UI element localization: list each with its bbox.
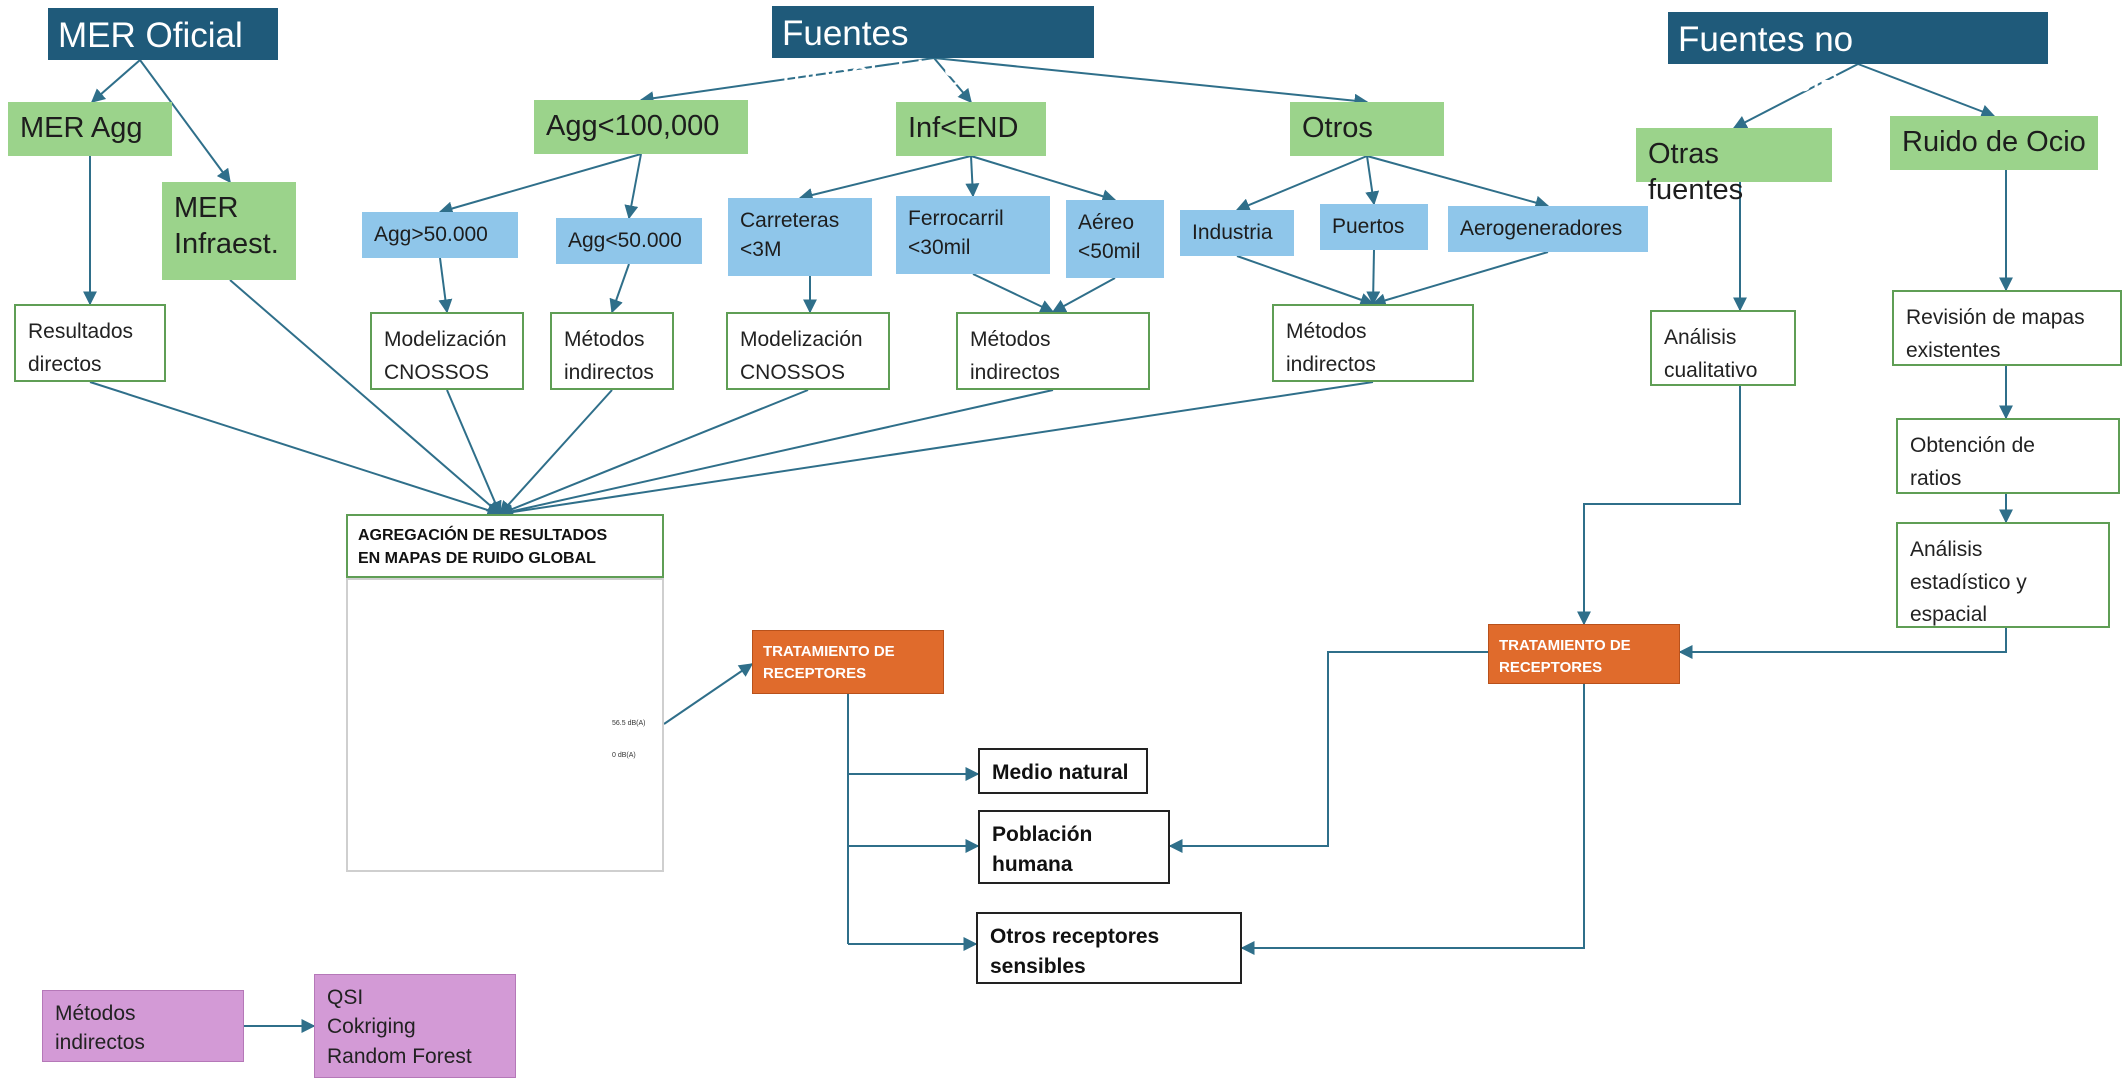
node-medio-natural: Medio natural <box>978 748 1148 794</box>
legend-techniques: QSI Cokriging Random Forest <box>314 974 516 1078</box>
node-inf-end: Inf<END <box>896 102 1046 156</box>
node-poblacion-humana: Población humana <box>978 810 1170 884</box>
connector-arrow <box>1051 277 1116 313</box>
connector-arrow <box>933 57 972 104</box>
node-aereo: Aéreo <50mil <box>1066 200 1164 278</box>
node-puertos: Puertos <box>1320 204 1428 250</box>
connector-arrow <box>609 263 630 314</box>
connector-arrow <box>1857 63 1996 119</box>
map-legend-low: 0 dB(A) <box>612 752 636 759</box>
connector-arrow <box>972 273 1055 313</box>
connector-arrow <box>89 381 502 517</box>
connector-arrow <box>499 389 613 516</box>
node-metodos-indirectos-2: Métodos indirectos <box>956 312 1150 390</box>
node-revision-mapas: Revisión de mapas existentes <box>1892 290 2122 366</box>
header-mer-oficial: MER Oficial <box>48 8 278 60</box>
node-analisis-estadistico: Análisis estadístico y espacial <box>1896 522 2110 628</box>
connector-arrow <box>1235 155 1368 212</box>
connector-arrow <box>498 389 1054 519</box>
node-otras-fuentes: Otras fuentes <box>1636 128 1832 206</box>
connector-arrow <box>498 389 809 516</box>
node-modelizacion-cnossos-2: Modelización CNOSSOS <box>726 312 890 390</box>
connector-arrow <box>1236 255 1375 307</box>
connector-arrow <box>1366 249 1381 306</box>
node-mer-agg: MER Agg <box>8 102 172 156</box>
node-agg-lt-50000: Agg<50.000 <box>556 218 702 264</box>
connector-arrow <box>1577 386 1741 626</box>
legend-metodos-indirectos: Métodos indirectos <box>42 990 244 1062</box>
node-agg-100000: Agg<100,000 <box>534 100 748 154</box>
connector-arrow <box>90 59 141 103</box>
node-tratamiento-receptores-left: TRATAMIENTO DE RECEPTORES <box>752 630 944 694</box>
node-obtencion-ratios: Obtención de ratios <box>1896 418 2120 494</box>
node-agg-gt-50000: Agg>50.000 <box>362 212 518 258</box>
node-analisis-cualitativo: Análisis cualitativo <box>1650 310 1796 386</box>
connector-arrow <box>1365 155 1380 206</box>
connector-arrow <box>438 153 642 216</box>
connector-arrow <box>965 155 980 198</box>
node-metodos-indirectos-3: Métodos indirectos <box>1272 304 1474 382</box>
node-mer-infraest: MER Infraest. <box>162 182 296 280</box>
header-fuentes-no-modelables: Fuentes no modelables <box>1668 12 2048 99</box>
node-agregacion: AGREGACIÓN DE RESULTADOS EN MAPAS DE RUI… <box>346 514 664 578</box>
connector-arrow <box>1240 684 1585 955</box>
node-ruido-ocio: Ruido de Ocio <box>1890 116 2098 170</box>
connector-arrow <box>498 381 1374 520</box>
node-modelizacion-cnossos-1: Modelización CNOSSOS <box>370 312 524 390</box>
connector-arrow <box>229 279 502 515</box>
connector-arrow <box>1366 155 1550 210</box>
connector-arrow <box>663 663 754 725</box>
connector-arrow <box>639 57 935 106</box>
node-carreteras: Carreteras <3M <box>728 198 872 276</box>
header-fuentes-modelables: Fuentes modelables <box>772 6 1094 93</box>
connector-arrow <box>933 57 1369 108</box>
map-legend-high: 56.5 dB(A) <box>612 720 646 727</box>
connector-arrow <box>1732 63 1859 129</box>
connector-arrow <box>1678 628 2007 659</box>
connector-arrow <box>970 155 1117 204</box>
connector-arrow <box>139 59 231 184</box>
connector-arrow <box>1371 251 1549 308</box>
node-otros-receptores: Otros receptores sensibles <box>976 912 1242 984</box>
noise-map-figure <box>346 578 664 872</box>
connector-arrow <box>446 389 502 516</box>
node-otros: Otros <box>1290 102 1444 156</box>
connector-arrow <box>1168 651 1488 853</box>
node-resultados-directos: Resultados directos <box>14 304 166 382</box>
connector-arrow <box>624 153 642 220</box>
node-aerogeneradores: Aerogeneradores <box>1448 206 1648 252</box>
node-tratamiento-receptores-right: TRATAMIENTO DE RECEPTORES <box>1488 624 1680 684</box>
connector-arrow <box>438 257 453 314</box>
node-industria: Industria <box>1180 210 1294 256</box>
connector-arrow <box>798 155 972 202</box>
node-ferrocarril: Ferrocarril <30mil <box>896 196 1050 274</box>
node-metodos-indirectos-1: Métodos indirectos <box>550 312 674 390</box>
